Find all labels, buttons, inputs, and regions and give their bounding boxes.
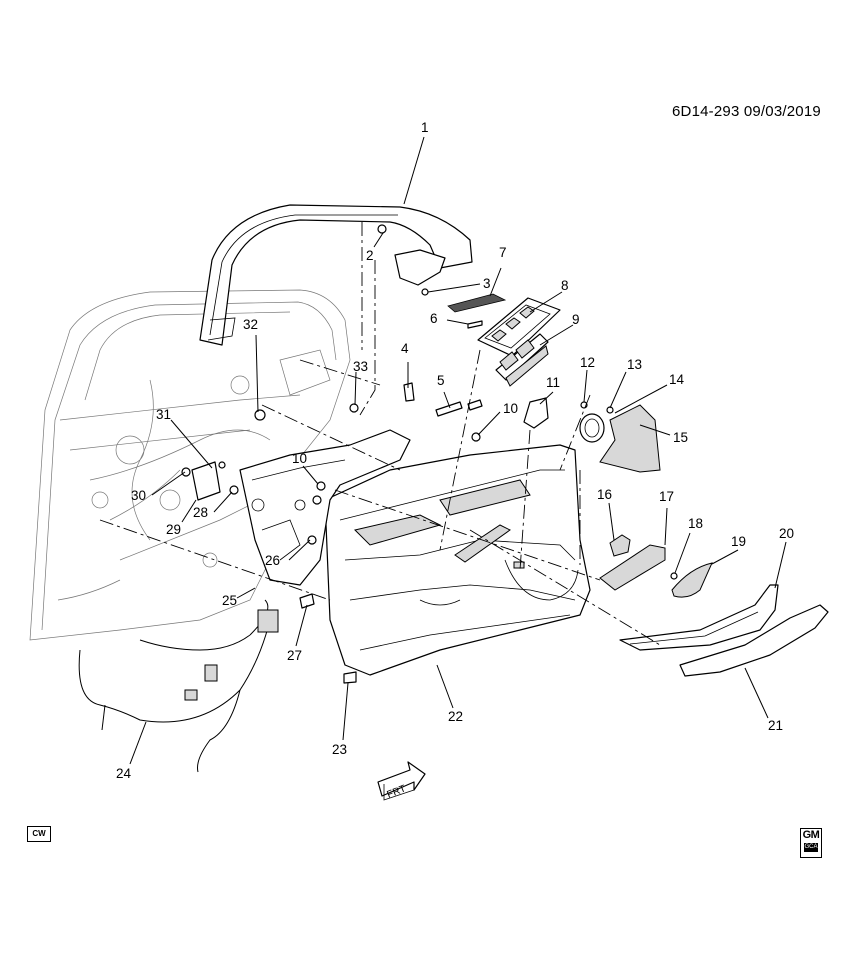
callout-28: 28 xyxy=(193,505,209,520)
door-shell xyxy=(29,289,351,641)
part-17-trim-bracket xyxy=(599,544,666,591)
callout-20: 20 xyxy=(779,526,795,541)
forward-arrow: FRT xyxy=(377,761,426,801)
leader-lines xyxy=(129,136,787,765)
part-22-door-trim-panel xyxy=(324,444,591,676)
callout-6: 6 xyxy=(430,311,438,326)
alignment-lines xyxy=(99,222,661,646)
part-20-armrest-bracket xyxy=(619,584,779,651)
callout-12: 12 xyxy=(580,355,596,370)
part-1-frame-molding xyxy=(199,204,473,346)
callout-7: 7 xyxy=(499,245,507,260)
part-7-trim-pad xyxy=(447,293,507,313)
callout-10-lower: 10 xyxy=(292,451,308,466)
inner-carrier-panel xyxy=(239,429,411,586)
callout-32: 32 xyxy=(243,317,259,332)
callout-18: 18 xyxy=(688,516,704,531)
part-15-speaker-grille xyxy=(599,404,661,473)
part-24-wiring-harness xyxy=(78,599,279,773)
callout-26: 26 xyxy=(265,553,281,568)
callout-31: 31 xyxy=(156,407,172,422)
callout-27: 27 xyxy=(287,648,303,663)
callout-25: 25 xyxy=(222,593,238,608)
fasteners xyxy=(181,224,678,684)
callout-22: 22 xyxy=(448,709,464,724)
callout-13: 13 xyxy=(627,357,643,372)
cw-badge: CW xyxy=(27,826,51,842)
callout-8: 8 xyxy=(561,278,569,293)
callout-9: 9 xyxy=(572,312,580,327)
callout-1: 1 xyxy=(421,120,429,135)
gm-logo-subtext: GCA xyxy=(804,843,818,852)
callout-16: 16 xyxy=(597,487,613,502)
part-13-speaker xyxy=(579,413,605,443)
callout-14: 14 xyxy=(669,372,685,387)
diagram-reference-code: 6D14-293 09/03/2019 xyxy=(672,103,821,120)
callout-4: 4 xyxy=(401,341,409,356)
part-8-switch-bezel xyxy=(477,297,561,357)
callout-11: 11 xyxy=(546,375,561,390)
callout-2: 2 xyxy=(366,248,374,263)
part-21-armrest-trim xyxy=(679,604,829,677)
part-9-window-switch xyxy=(495,333,549,387)
part-19-cover xyxy=(671,562,713,598)
gm-logo-text: GM xyxy=(802,829,820,841)
callout-10-upper: 10 xyxy=(503,401,519,416)
callout-23: 23 xyxy=(332,742,348,757)
callout-17: 17 xyxy=(659,489,675,504)
gm-logo: GM GCA xyxy=(800,828,822,858)
part-16-clip xyxy=(609,534,631,557)
callout-24: 24 xyxy=(116,766,132,781)
callout-21: 21 xyxy=(768,718,784,733)
part-11-lock-button xyxy=(523,397,549,429)
callout-15: 15 xyxy=(673,430,689,445)
callout-3: 3 xyxy=(483,276,491,291)
callout-33: 33 xyxy=(353,359,369,374)
callout-19: 19 xyxy=(731,534,747,549)
part-29-bracket xyxy=(191,461,221,501)
callout-29: 29 xyxy=(166,522,182,537)
callout-30: 30 xyxy=(131,488,147,503)
callout-5: 5 xyxy=(437,373,445,388)
